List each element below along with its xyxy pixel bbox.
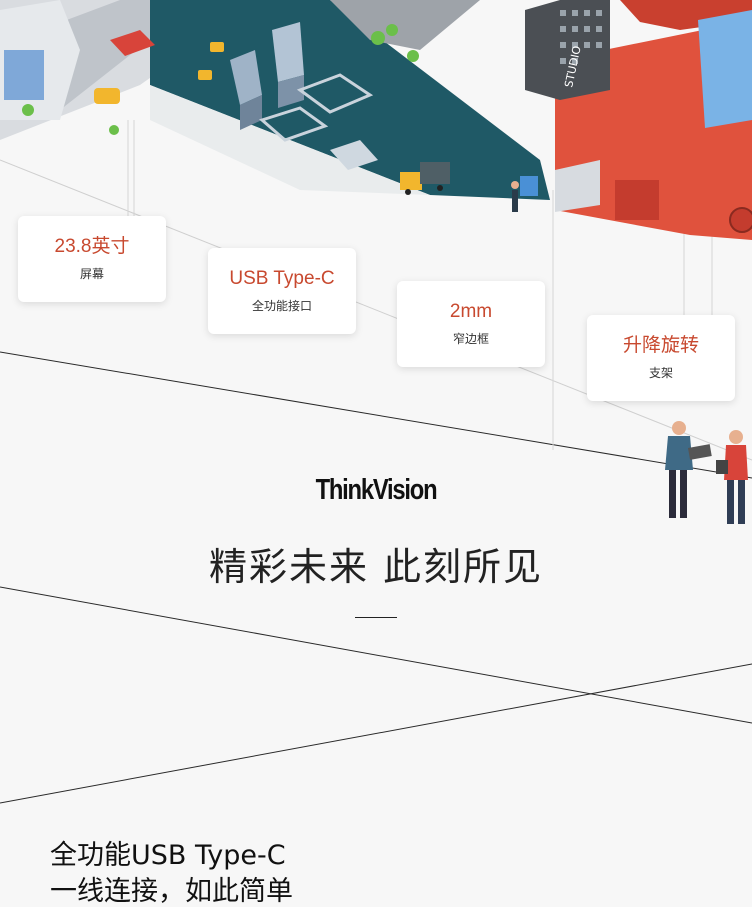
spec-card-interface: USB Type-C 全功能接口 bbox=[208, 248, 356, 334]
spec-label-bezel: 窄边框 bbox=[452, 332, 489, 346]
feature-title-line2: 一线连接，如此简单 bbox=[50, 876, 293, 907]
frame-squares bbox=[258, 73, 374, 142]
spec-value-interface: USB Type-C bbox=[229, 268, 335, 289]
blue-screen bbox=[698, 10, 752, 128]
red-book bbox=[110, 30, 155, 56]
spec-value-bezel: 2mm bbox=[449, 301, 493, 322]
fan-icon bbox=[729, 207, 752, 233]
spec-card-bezel: 2mm 窄边框 bbox=[397, 281, 545, 367]
perspective-lines bbox=[0, 159, 752, 804]
truck-icon bbox=[400, 162, 450, 195]
brand-logo: ThinkVision bbox=[315, 474, 438, 506]
tower-1 bbox=[230, 50, 262, 130]
dark-tower bbox=[525, 0, 610, 100]
spec-value-screen: 23.8英寸 bbox=[54, 236, 130, 257]
spec-label-screen: 屏幕 bbox=[79, 267, 104, 281]
teal-ground-shade bbox=[150, 85, 430, 195]
feature-title-line1: 全功能USB Type-C bbox=[50, 840, 286, 871]
divider-dash bbox=[355, 617, 397, 618]
tower-2 bbox=[272, 22, 304, 108]
spec-label-interface: 全功能接口 bbox=[251, 299, 312, 313]
grey-display bbox=[555, 160, 600, 212]
person-with-laptop bbox=[665, 421, 712, 518]
road-right bbox=[330, 0, 480, 50]
person-red-shirt bbox=[716, 430, 748, 524]
person-at-screen bbox=[511, 176, 538, 212]
spec-value-stand: 升降旋转 bbox=[622, 335, 699, 356]
car-yellow-icon bbox=[94, 42, 224, 104]
building-left-glass bbox=[4, 50, 44, 100]
container-stack bbox=[330, 140, 378, 170]
teal-ground bbox=[150, 0, 550, 200]
door bbox=[615, 180, 659, 220]
slogan: 精彩未来 此刻所见 bbox=[208, 545, 544, 589]
feature-title: 全功能USB Type-C 一线连接，如此简单 bbox=[50, 838, 293, 907]
spec-label-stand: 支架 bbox=[648, 366, 673, 380]
spec-card-stand: 升降旋转 支架 bbox=[587, 315, 735, 401]
spec-card-screen: 23.8英寸 屏幕 bbox=[18, 216, 166, 302]
